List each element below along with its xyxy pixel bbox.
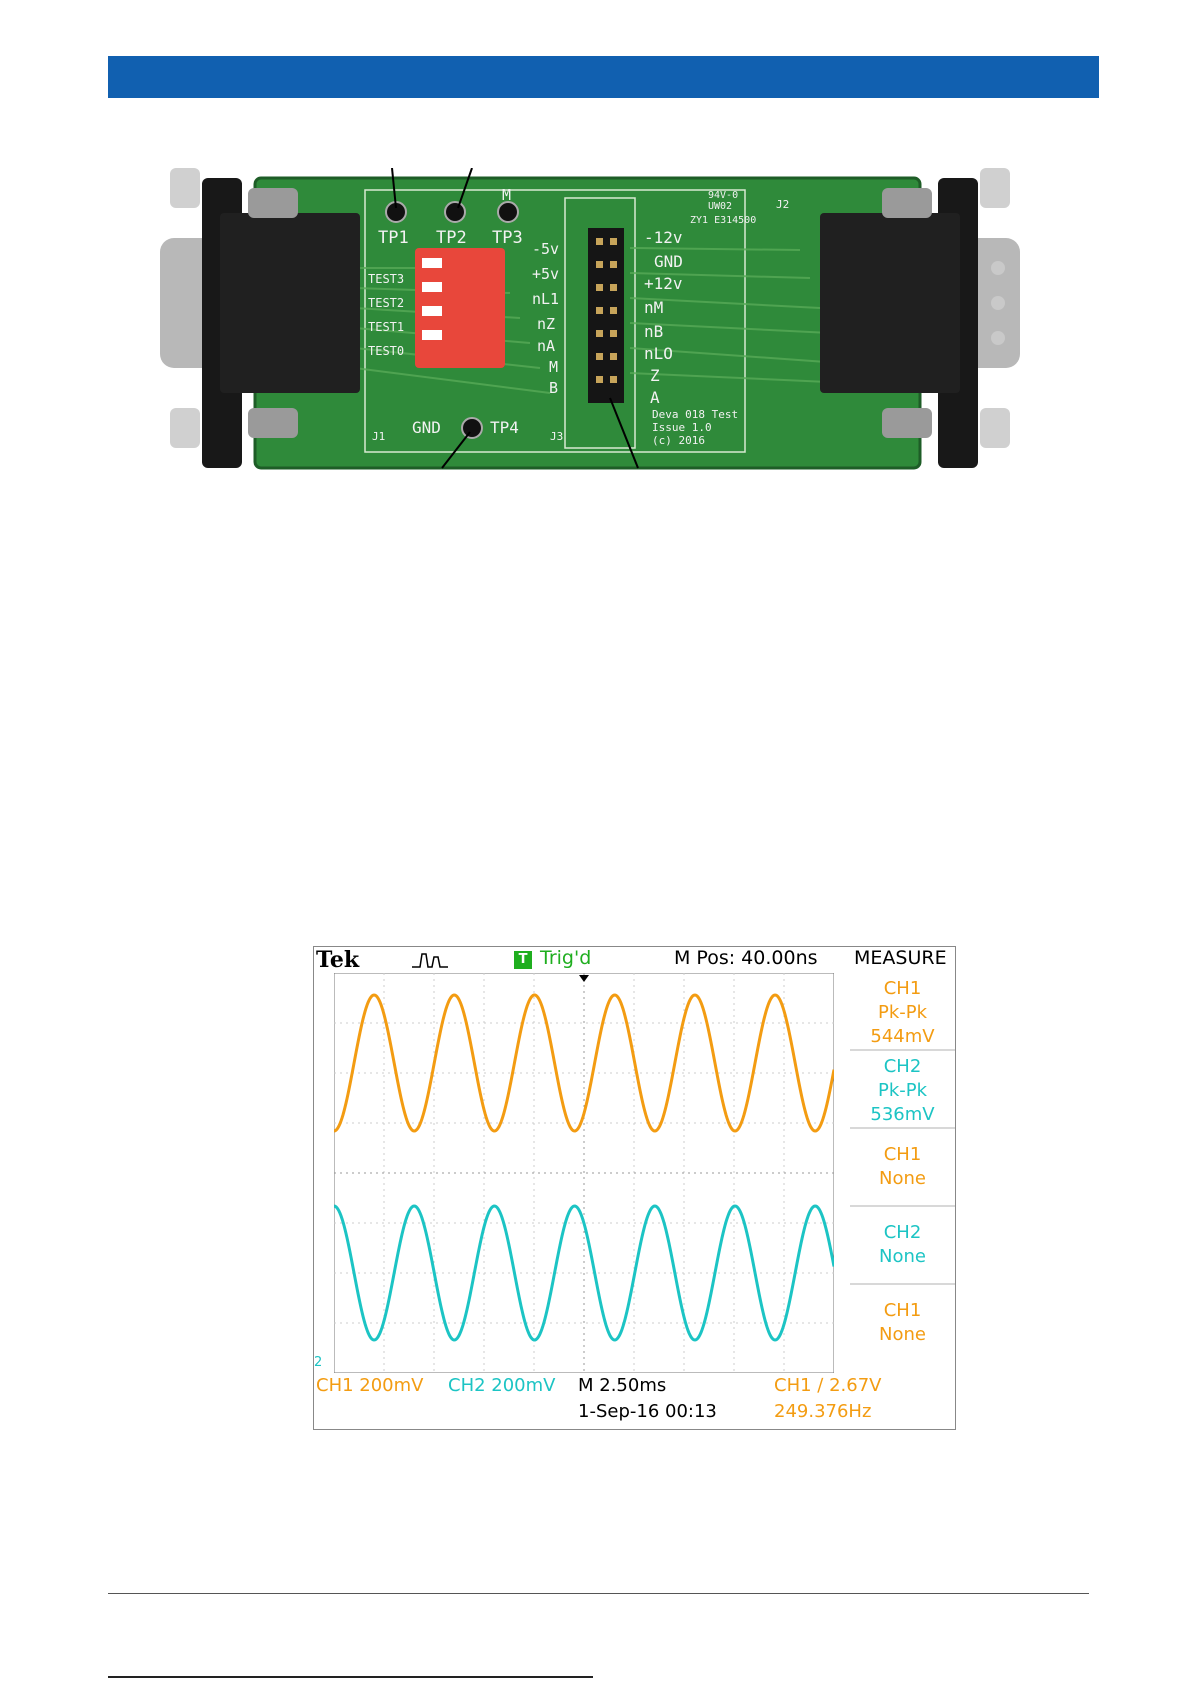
frequency: 249.376Hz	[774, 1401, 872, 1422]
ch1-scale: CH1 200mV	[316, 1375, 424, 1396]
waveform-grid	[334, 973, 834, 1373]
trace-ch1	[334, 993, 834, 1133]
header-pin	[596, 307, 603, 314]
measure-value: 544mV	[870, 1026, 935, 1047]
measure-menu: CH1 Pk-Pk 544mV CH2 Pk-Pk 536mV CH1 None…	[850, 973, 955, 1363]
ch2-scale: CH2 200mV	[448, 1375, 556, 1396]
mark-m: M	[502, 186, 512, 204]
header-label-left: -5v	[532, 240, 560, 258]
dip-label: TEST3	[368, 272, 405, 286]
header-pin	[610, 284, 617, 291]
header-label-right: nM	[644, 298, 664, 317]
header-pin	[610, 376, 617, 383]
cert-text: 94V-0	[708, 190, 739, 201]
header-pin	[596, 376, 603, 383]
connector-label: J3	[550, 430, 564, 443]
header-label-left: nL1	[532, 290, 560, 308]
header-label-left: B	[549, 379, 559, 397]
header-label-right: A	[650, 388, 660, 407]
measure-channel: CH1	[883, 978, 922, 999]
bottom-rule	[108, 1676, 593, 1678]
measure-slot-3[interactable]: CH1 None	[850, 1129, 955, 1207]
scope-readout-bar: CH1 200mV CH2 200mV M 2.50ms 1-Sep-16 00…	[314, 1375, 955, 1431]
pcb-labels: TP1 TP2 TP3 M GND TP4 TEST3 TEST2 TEST1 …	[160, 168, 1020, 498]
connector-label: J1	[372, 430, 386, 443]
board-text: Deva 018 Test	[652, 408, 739, 421]
connector-label: J2	[776, 198, 790, 211]
date-time: 1-Sep-16 00:13	[578, 1401, 717, 1422]
header-pin	[596, 261, 603, 268]
brand-logo: Tek	[316, 947, 360, 973]
measure-slot-5[interactable]: CH1 None	[850, 1285, 955, 1363]
tp3-label: TP3	[492, 228, 523, 248]
trigger-icon: T	[514, 951, 532, 969]
measure-type: Pk-Pk	[877, 1080, 928, 1101]
header-label-right: Z	[650, 366, 660, 385]
measure-slot-1[interactable]: CH1 Pk-Pk 544mV	[850, 973, 955, 1051]
cert-text: ZY1 E314500	[690, 215, 757, 226]
header-pin	[610, 330, 617, 337]
header-pin	[610, 261, 617, 268]
cert-text: UW02	[708, 201, 733, 212]
header-pin	[610, 307, 617, 314]
measure-type: None	[879, 1246, 926, 1267]
tp4-label: TP4	[490, 418, 519, 437]
measure-channel: CH2	[883, 1056, 922, 1077]
scope-status-bar: Tek T Trig'd M Pos: 40.00ns MEASURE	[314, 947, 955, 973]
dip-label: TEST2	[368, 296, 405, 310]
header-label-right: +12v	[644, 274, 683, 293]
header-bar	[108, 56, 1099, 98]
oscilloscope-screen: Tek T Trig'd M Pos: 40.00ns MEASURE 2 CH…	[313, 946, 956, 1430]
measure-slot-4[interactable]: CH2 None	[850, 1207, 955, 1285]
acquisition-icon	[412, 953, 448, 968]
header-label-left: M	[549, 358, 559, 376]
m-position: M Pos: 40.00ns	[674, 947, 818, 969]
measure-slot-2[interactable]: CH2 Pk-Pk 536mV	[850, 1051, 955, 1129]
tp1-label: TP1	[378, 228, 409, 248]
measure-type: None	[879, 1168, 926, 1189]
dip-label: TEST0	[368, 344, 405, 358]
board-text: Issue 1.0	[652, 421, 712, 434]
timebase: M 2.50ms	[578, 1375, 667, 1396]
header-label-right: GND	[654, 252, 683, 271]
header-pin	[596, 353, 603, 360]
trace-ch2	[334, 1204, 834, 1342]
trigger-level: CH1 ∕ 2.67V	[774, 1375, 882, 1396]
ch2-ground-marker: 2	[314, 1355, 323, 1370]
board-text: (c) 2016	[652, 434, 705, 447]
measure-type: Pk-Pk	[877, 1002, 928, 1023]
dip-label: TEST1	[368, 320, 405, 334]
trigger-position-marker	[579, 975, 589, 982]
tp2-label: TP2	[436, 228, 467, 248]
header-label-left: nZ	[537, 315, 556, 333]
measure-channel: CH2	[883, 1222, 922, 1243]
measure-channel: CH1	[883, 1144, 922, 1165]
measure-channel: CH1	[883, 1300, 922, 1321]
header-label-right: nB	[644, 322, 664, 341]
header-label-left: +5v	[532, 265, 560, 283]
menu-title: MEASURE	[854, 947, 947, 969]
header-pin	[610, 353, 617, 360]
header-pin	[596, 238, 603, 245]
pcb-photo	[160, 168, 1020, 498]
header-pin	[610, 238, 617, 245]
measure-type: None	[879, 1324, 926, 1345]
header-pin	[596, 284, 603, 291]
gnd-label: GND	[412, 418, 441, 437]
trigger-status: Trig'd	[540, 947, 592, 969]
measure-value: 536mV	[870, 1104, 935, 1125]
footer-rule	[108, 1593, 1089, 1594]
header-label-left: nA	[537, 337, 556, 355]
header-label-right: -12v	[644, 228, 683, 247]
header-pin	[596, 330, 603, 337]
header-label-right: nLO	[644, 344, 673, 363]
